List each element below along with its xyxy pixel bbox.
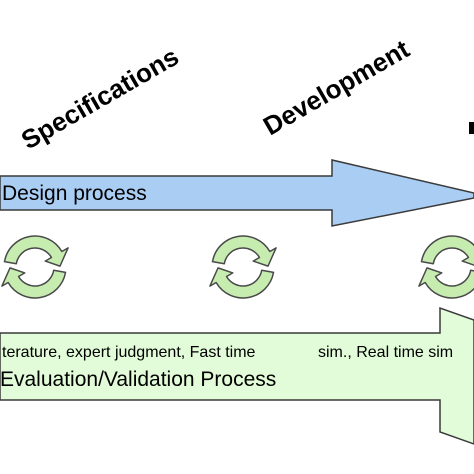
cycle-arrows-icon xyxy=(1,235,69,299)
cycle-arrow-segment xyxy=(1,267,67,299)
cycle-arrow-segment xyxy=(420,235,474,266)
methods-label-right: sim., Real time sim xyxy=(318,344,453,361)
evaluation-process-label: Evaluation/Validation Process xyxy=(0,368,276,391)
design-process-label: Design process xyxy=(2,182,147,205)
cycle-arrow-segment xyxy=(3,235,69,267)
methods-label-left: terature, expert judgment, Fast time xyxy=(2,344,256,361)
design-process-arrow xyxy=(0,159,474,227)
phase-label-fragment xyxy=(469,122,474,134)
evaluation-process-arrow xyxy=(0,306,474,445)
cycle-arrow-segment xyxy=(211,235,277,267)
phase-label-specifications: Specifications xyxy=(16,41,184,155)
cycle-arrow-segment xyxy=(418,267,474,299)
cycle-arrows-icon xyxy=(209,235,277,299)
phase-label-development: Development xyxy=(258,33,415,141)
cycle-arrows-icon xyxy=(418,235,474,299)
cycle-arrow-segment xyxy=(209,267,275,299)
